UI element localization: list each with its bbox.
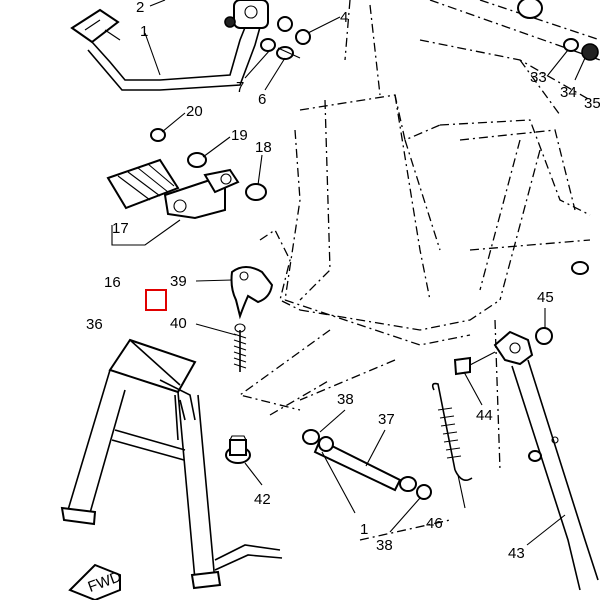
bolt-42: [225, 435, 251, 464]
bolt-group-right: [517, 0, 599, 275]
callout-1-top: 1: [140, 23, 148, 40]
callout-4: 4: [340, 9, 348, 26]
callout-33: 33: [530, 69, 547, 86]
callout-19: 19: [231, 127, 248, 144]
callout-45: 45: [537, 289, 554, 306]
callout-46: 46: [426, 515, 443, 532]
callout-18: 18: [255, 139, 272, 156]
spring-40: [233, 323, 247, 372]
footrest-assembly: [106, 128, 267, 246]
callout-36: 36: [86, 316, 103, 333]
bolt-group-top: [224, 16, 311, 60]
callout-38-top: 38: [337, 391, 354, 408]
callout-40: 40: [170, 315, 187, 332]
callout-16: 16: [104, 274, 121, 291]
callout-1-bottom: 1: [360, 521, 368, 538]
callout-42: 42: [254, 491, 271, 508]
callout-43: 43: [508, 545, 525, 562]
callout-labels: 2 1 4 7 6 33 34 35 20 19 18 17 16 39 40 …: [86, 0, 600, 562]
callout-20: 20: [186, 103, 203, 120]
fwd-mark: FWD: [68, 563, 124, 600]
callout-35: 35: [584, 95, 600, 112]
callout-44: 44: [476, 407, 493, 424]
callout-2: 2: [136, 0, 144, 16]
rear-footrest-bracket: [70, 0, 269, 91]
center-stand-36: [60, 338, 283, 590]
callout-34: 34: [560, 84, 577, 101]
pivot-shaft-37: [302, 429, 432, 500]
leader-lines: [104, 0, 586, 546]
spring-hook-39: [230, 266, 274, 320]
callout-7: 7: [236, 79, 244, 96]
side-stand-43: [453, 327, 599, 591]
spring-46: [431, 382, 473, 481]
callout-37: 37: [378, 411, 395, 428]
callout-17: 17: [112, 220, 129, 237]
callout-38-bottom: 38: [376, 537, 393, 554]
highlight-box: [145, 289, 167, 311]
callout-39: 39: [170, 273, 187, 290]
callout-6: 6: [258, 91, 266, 108]
